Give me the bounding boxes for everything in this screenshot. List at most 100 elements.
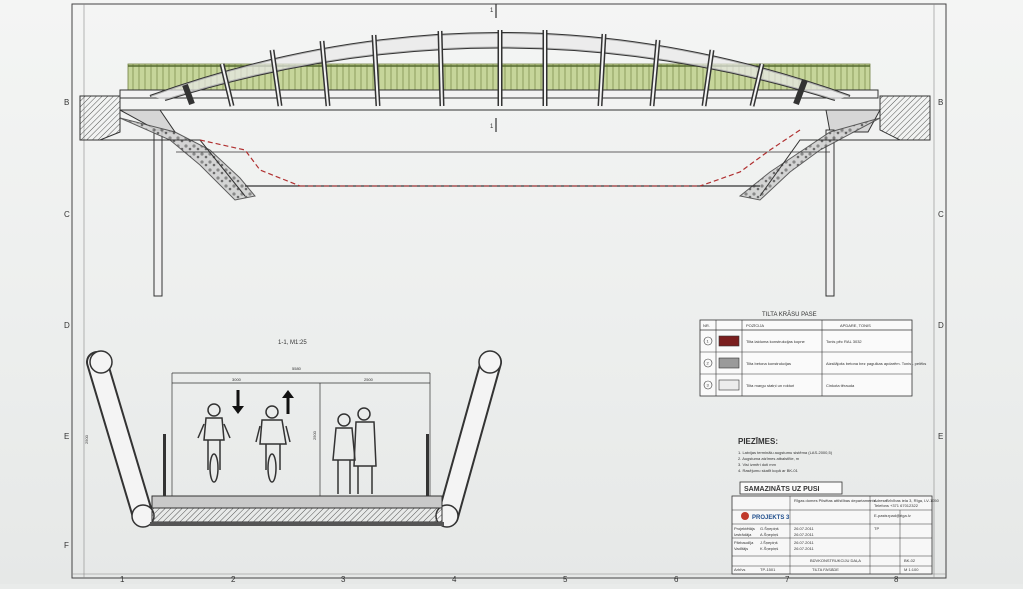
color-passport: TILTA KRĀSU PASE NR. POZĪCIJA APDARE, TO… xyxy=(699,311,926,397)
table-header-finish: APDARE, TONIS xyxy=(840,323,871,328)
note-3: 3. Visi izmēri doti mm xyxy=(738,462,777,467)
color-passport-title: TILTA KRĀSU PASE xyxy=(762,311,817,318)
stamp-date-3: 26.07.2011 xyxy=(794,540,814,545)
row-letter-b-right: B xyxy=(938,98,943,107)
dim-total: 5580 xyxy=(292,366,302,371)
stamp-name-1: G.Šņepiņš xyxy=(760,526,779,531)
dim-height: 2500 xyxy=(312,430,317,440)
stamp-scale: M 1:100 xyxy=(904,567,919,572)
column-numbers: 1 2 3 4 5 6 7 8 xyxy=(120,575,899,584)
row-letter-c: C xyxy=(64,210,70,219)
right-pile xyxy=(825,129,835,297)
stamp-email: rpad@riga.lv xyxy=(888,513,911,518)
left-abutment xyxy=(79,95,121,141)
row-letter-e-right: E xyxy=(938,432,943,441)
left-pile xyxy=(153,129,163,297)
cross-section: 1-1, M1:25 5580 3000 2500 2500 2500 xyxy=(84,340,502,528)
swatch-light xyxy=(718,379,740,391)
row-letter-d: D xyxy=(64,321,70,330)
stamp-name-2: A.Šņepiņš xyxy=(760,532,778,537)
dim-left-height: 2500 xyxy=(84,434,89,444)
right-rail-post xyxy=(426,434,429,496)
right-abutment xyxy=(879,95,931,141)
row-letter-d-right: D xyxy=(938,321,944,330)
cyclist-figure-back xyxy=(255,405,291,483)
stamp-sheet-no: BK-02 xyxy=(904,558,916,563)
row-1-position: Tilta laiduma konstrukcijas kopne xyxy=(746,339,806,344)
stamp-customer: Rīgas domes Pilsētas attīstības departam… xyxy=(794,498,876,503)
col-number-4: 4 xyxy=(452,575,457,584)
dim-right: 2500 xyxy=(364,377,374,382)
stamp-role-3: Pārbaudīja xyxy=(734,540,754,545)
row-letter-c-right: C xyxy=(938,210,944,219)
row-2-finish: Aizsilājošs betona bez pagulkas apdarēm.… xyxy=(826,361,926,366)
row-letter-f: F xyxy=(64,541,69,550)
stamp-date-4: 26.07.2011 xyxy=(794,546,814,551)
section-mark-top: 1 xyxy=(490,8,494,14)
down-arrow-icon xyxy=(232,390,244,414)
row-2-position: Tilta betona konstrukcijas xyxy=(746,361,791,366)
deck-section xyxy=(151,495,443,509)
cyclist-figure xyxy=(197,403,231,483)
stamp-phone: +371 67012322 xyxy=(890,503,919,508)
stamp-stage: TP xyxy=(874,526,879,531)
left-rail-post xyxy=(163,434,166,496)
row-3-nr: 3 xyxy=(707,383,710,388)
row-2-nr: 2 xyxy=(707,361,710,366)
stamp-phone-label: Telefons xyxy=(874,503,889,508)
col-number-6: 6 xyxy=(674,575,679,584)
stamp-drawing-title: TILTA FASĀDE xyxy=(812,567,839,572)
table-header-position: POZĪCIJA xyxy=(746,323,764,328)
col-number-5: 5 xyxy=(563,575,568,584)
col-number-7: 7 xyxy=(785,575,790,584)
row-letters: B C D E F B C D E xyxy=(64,98,944,550)
note-2: 2. Augstuma atzīmes atbalstītie, m xyxy=(738,456,800,461)
notes-block: PIEZĪMES: 1. Latvijas terminālu augstumu… xyxy=(738,437,833,473)
stamp-date-1: 26.07.2011 xyxy=(794,526,814,531)
stamp-role-2: Izstrādāja xyxy=(734,532,752,537)
row-letter-e: E xyxy=(64,432,69,441)
row-3-position: Tilta margu statņi un rokturi xyxy=(746,383,794,388)
row-1-nr: 1 xyxy=(707,339,710,344)
dim-left: 3000 xyxy=(232,377,242,382)
stamp-part: BŪVKONSTRUKCIJU DAĻA xyxy=(810,558,861,563)
section-title: 1-1, M1:25 xyxy=(278,340,307,346)
row-3-finish: Cinkota tērauda xyxy=(826,383,855,388)
red-dashed-right xyxy=(699,129,801,187)
swatch-red xyxy=(718,335,740,347)
table-header-nr: NR. xyxy=(703,323,710,328)
stamp-footer-mid: TP-1501 xyxy=(760,567,776,572)
col-number-3: 3 xyxy=(341,575,346,584)
col-number-1: 1 xyxy=(120,575,125,584)
stamp-email-label: E-pasts xyxy=(874,513,888,518)
stamp-address-label: Adrese xyxy=(874,498,887,503)
pedestrians-figure xyxy=(332,407,377,494)
note-4: 4. Rasējumu skatīt kopā ar BK-01 xyxy=(738,468,799,473)
row-letter-b: B xyxy=(64,98,69,107)
red-dashed-left xyxy=(199,139,301,187)
stamp-footer-left: Arhīvs xyxy=(734,567,745,572)
section-mark-bottom: 1 xyxy=(490,124,494,130)
swatch-grey xyxy=(718,357,740,369)
scale-banner: SAMAZINĀTS UZ PUSI xyxy=(744,485,820,493)
stamp-date-2: 26.07.2011 xyxy=(794,532,814,537)
stamp-name-4: K.Šņepiņš xyxy=(760,546,778,551)
stamp-name-3: J.Šņepiņš xyxy=(760,540,778,545)
company-logo-icon xyxy=(741,512,749,520)
row-1-finish: Tonis pēc RAL 3032 xyxy=(826,339,862,344)
up-arrow-icon xyxy=(282,390,294,414)
col-number-8: 8 xyxy=(894,575,899,584)
stamp-address: Brīvības iela 3, Rīga, LV-1050 xyxy=(886,498,940,503)
stamp-role-1: Projektētājs xyxy=(734,526,755,531)
stamp-role-4: Vadītājs xyxy=(734,546,748,551)
notes-title: PIEZĪMES: xyxy=(738,437,778,446)
col-number-2: 2 xyxy=(231,575,236,584)
title-stamp: SAMAZINĀTS UZ PUSI Rīgas domes Pilsētas … xyxy=(731,481,940,575)
left-arch-tube xyxy=(86,350,155,528)
bridge-elevation: 1 1 xyxy=(79,4,931,297)
note-1: 1. Latvijas terminālu augstumu sistēma (… xyxy=(738,450,833,455)
right-arch-tube xyxy=(435,350,502,528)
stamp-company: PROJEKTS 3 xyxy=(752,515,790,521)
